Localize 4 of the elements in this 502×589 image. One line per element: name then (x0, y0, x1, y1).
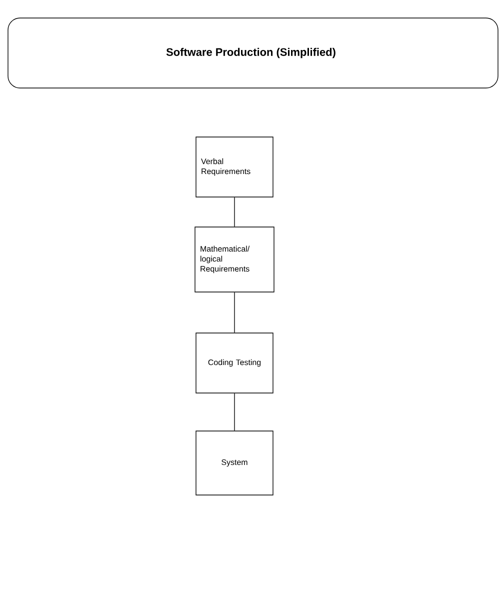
connector-line (234, 393, 235, 431)
connector-line (234, 292, 235, 333)
title: Software Production (Simplified) (166, 48, 336, 58)
connector-line (234, 197, 235, 227)
